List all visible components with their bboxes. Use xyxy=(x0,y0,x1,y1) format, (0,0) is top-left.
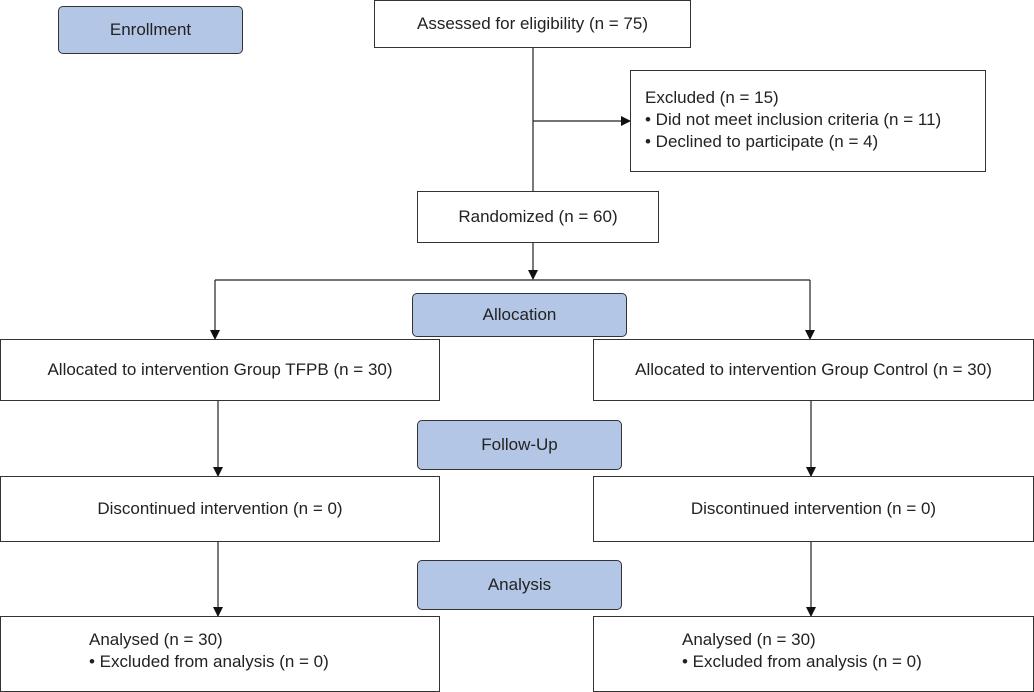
right-allocated-box: Allocated to intervention Group Control … xyxy=(593,339,1034,401)
assessed-box: Assessed for eligibility (n = 75) xyxy=(374,0,691,48)
left-analysed-text: Analysed (n = 30) xyxy=(89,630,223,649)
excluded-reason-inclusion: • Did not meet inclusion criteria (n = 1… xyxy=(645,110,942,129)
enrollment-label: Enrollment xyxy=(58,6,243,54)
analysis-label: Analysis xyxy=(417,560,622,610)
left-excluded-analysis-text: • Excluded from analysis (n = 0) xyxy=(89,652,329,671)
excluded-title: Excluded (n = 15) xyxy=(645,88,779,107)
left-discontinued-text: Discontinued intervention (n = 0) xyxy=(97,499,343,518)
right-analysed-box: Analysed (n = 30) • Excluded from analys… xyxy=(593,616,1034,692)
right-discontinued-text: Discontinued intervention (n = 0) xyxy=(690,499,937,518)
randomized-box: Randomized (n = 60) xyxy=(417,191,659,243)
left-allocated-text: Allocated to intervention Group TFPB (n … xyxy=(47,360,393,379)
left-analysed-box: Analysed (n = 30) • Excluded from analys… xyxy=(0,616,440,692)
excluded-reason-declined: • Declined to participate (n = 4) xyxy=(645,132,879,151)
randomized-text: Randomized (n = 60) xyxy=(458,207,618,226)
excluded-box: Excluded (n = 15) • Did not meet inclusi… xyxy=(630,70,986,172)
right-analysed-text: Analysed (n = 30) xyxy=(682,630,816,649)
assessed-text: Assessed for eligibility (n = 75) xyxy=(416,14,649,33)
right-discontinued-box: Discontinued intervention (n = 0) xyxy=(593,476,1034,542)
left-allocated-box: Allocated to intervention Group TFPB (n … xyxy=(0,339,440,401)
right-allocated-text: Allocated to intervention Group Control … xyxy=(635,360,992,379)
follow-up-label: Follow-Up xyxy=(417,420,622,470)
right-excluded-analysis-text: • Excluded from analysis (n = 0) xyxy=(682,652,922,671)
left-discontinued-box: Discontinued intervention (n = 0) xyxy=(0,476,440,542)
allocation-label: Allocation xyxy=(412,293,627,337)
